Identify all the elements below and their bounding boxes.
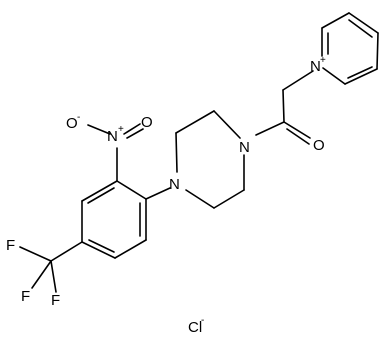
trifluoromethyl-group <box>19 241 83 293</box>
atom-nitro-n: N + <box>107 124 124 145</box>
atom-nitro-o2: O <box>141 114 153 131</box>
atom-piperazine-n1: N <box>239 139 250 156</box>
atom-carbonyl-o: O <box>313 137 325 154</box>
aryl-link <box>145 187 171 200</box>
atom-piperazine-n2: N <box>169 176 180 193</box>
chloride-counterion: Cl - <box>188 315 204 336</box>
atom-fluorine-1: F <box>6 237 15 254</box>
svg-text:O: O <box>66 115 78 132</box>
svg-text:N: N <box>310 58 321 75</box>
svg-text:Cl: Cl <box>188 319 202 336</box>
svg-text:+: + <box>320 55 326 66</box>
svg-text:-: - <box>201 315 204 326</box>
piperazine-ring <box>175 110 245 209</box>
nitro-group <box>87 123 144 182</box>
atom-fluorine-2: F <box>21 288 30 305</box>
linker-bonds <box>255 70 314 145</box>
pyridinium-ring <box>321 12 379 85</box>
atom-pyridinium-n: N + <box>310 55 326 75</box>
svg-text:N: N <box>107 128 118 145</box>
svg-text:-: - <box>77 112 80 123</box>
svg-text:+: + <box>118 124 124 135</box>
atom-nitro-o1: O - <box>66 112 80 132</box>
atom-fluorine-3: F <box>51 292 60 309</box>
benzene-ring <box>81 180 147 259</box>
